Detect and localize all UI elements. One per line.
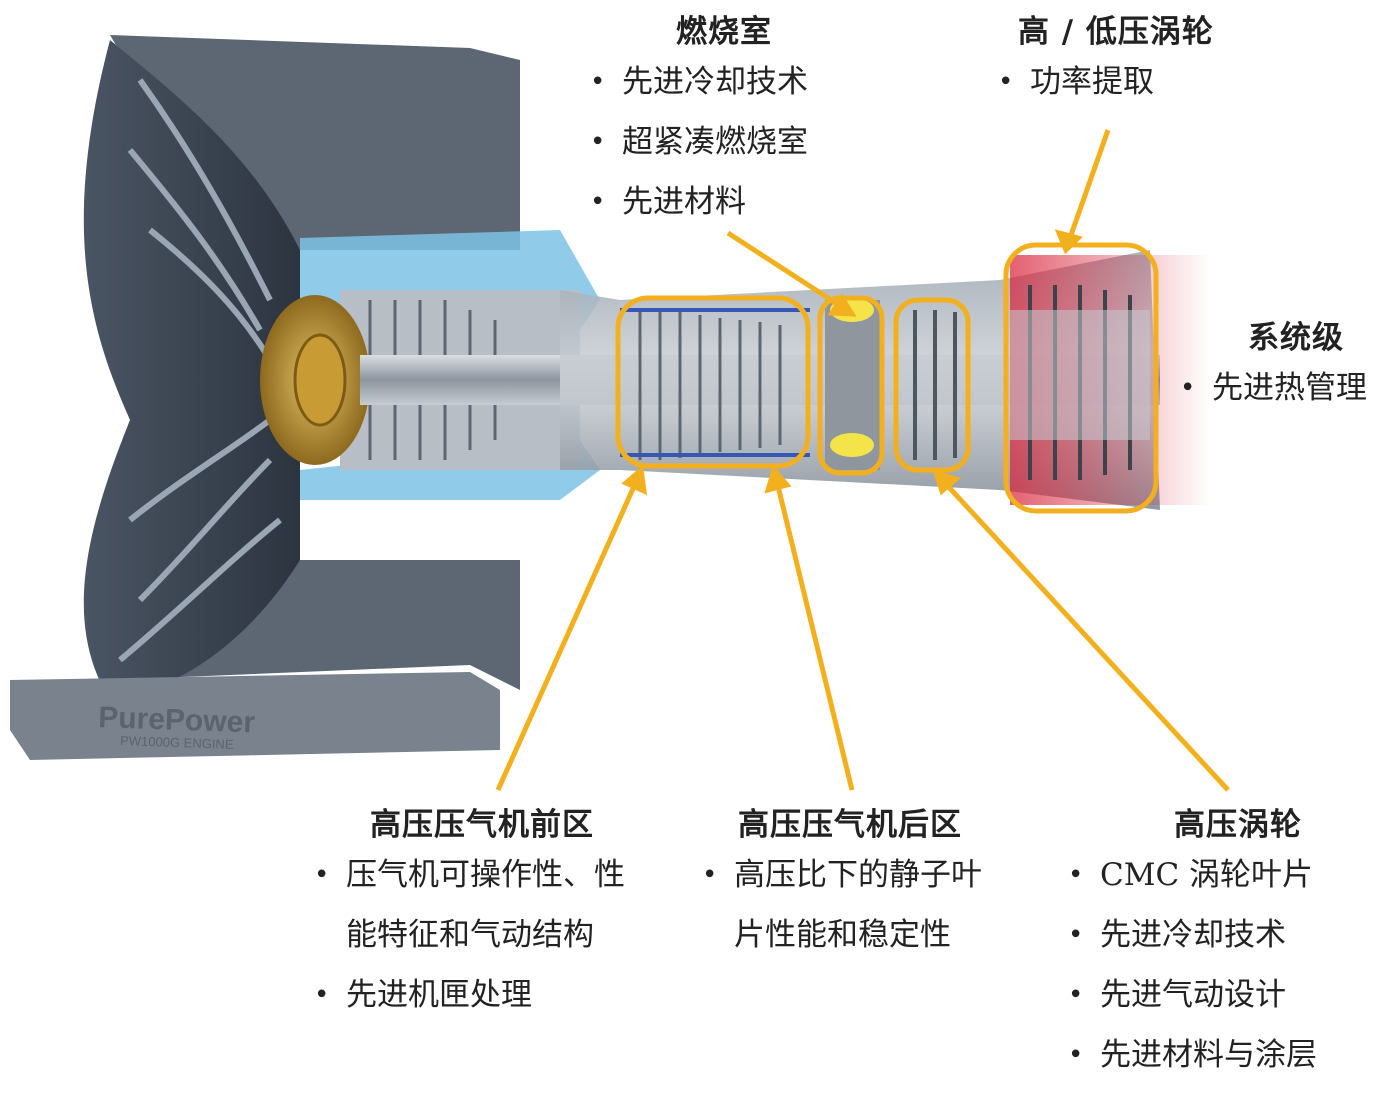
bullet-item: 高压比下的静子叶 片性能和稳定性: [700, 845, 982, 965]
label-hp-lp-turbine: 高 / 低压涡轮 功率提取: [996, 12, 1214, 112]
nacelle-top: [110, 35, 520, 250]
engine-logo-model: PW1000G ENGINE: [120, 733, 234, 752]
nacelle-lip: [10, 672, 500, 760]
frame-hp-turbine: [893, 297, 971, 473]
label-hpc-front-bullets: 压气机可操作性、性 能特征和气动结构 先进机匣处理: [312, 845, 625, 1025]
core-engine: [260, 230, 1210, 510]
fan-blades: [83, 40, 300, 700]
arrow-hp-lp-turbine: [1067, 129, 1111, 239]
label-system-level: 系统级 先进热管理: [1178, 318, 1367, 418]
callout-arrows: [495, 129, 1230, 792]
engine-logo-brand: PurePower: [98, 701, 256, 739]
label-combustor: 燃烧室 先进冷却技术 超紧凑燃烧室 先进材料: [588, 12, 808, 232]
label-hpc-rear-title: 高压压气机后区: [738, 807, 962, 843]
label-hpc-rear: 高压压气机后区 高压比下的静子叶 片性能和稳定性: [700, 805, 982, 965]
bullet-item: 功率提取: [996, 52, 1214, 112]
bullet-line: 压气机可操作性、性: [346, 857, 625, 893]
label-combustor-title: 燃烧室: [676, 14, 772, 50]
nacelle-bottom: [110, 560, 520, 690]
arrow-hpc-rear: [774, 481, 855, 791]
arrow-hp-turbine: [943, 481, 1230, 792]
hp-compressor-blades: [638, 310, 782, 460]
hp-turbine-blades: [913, 310, 957, 460]
label-hp-turbine-title: 高压涡轮: [1174, 807, 1302, 843]
bullet-item: 先进材料: [588, 172, 808, 232]
label-hp-lp-turbine-bullets: 功率提取: [996, 52, 1214, 112]
label-hpc-front-title: 高压压气机前区: [370, 807, 594, 843]
label-hp-lp-turbine-title: 高 / 低压涡轮: [1018, 14, 1214, 50]
bullet-item: 先进冷却技术: [1066, 905, 1317, 965]
bullet-item: CMC 涡轮叶片: [1066, 845, 1317, 905]
label-hp-turbine: 高压涡轮 CMC 涡轮叶片 先进冷却技术 先进气动设计 先进材料与涂层: [1066, 805, 1317, 1085]
bullet-line: 片性能和稳定性: [734, 917, 951, 953]
label-combustor-bullets: 先进冷却技术 超紧凑燃烧室 先进材料: [588, 52, 808, 232]
frame-combustor: [817, 295, 885, 476]
bullet-item: 压气机可操作性、性 能特征和气动结构: [312, 845, 625, 965]
label-hp-turbine-bullets: CMC 涡轮叶片 先进冷却技术 先进气动设计 先进材料与涂层: [1066, 845, 1317, 1085]
frame-hp-compressor: [615, 295, 811, 469]
frame-lp-turbine: [1003, 242, 1159, 514]
label-system-level-title: 系统级: [1248, 320, 1344, 356]
bullet-item: 先进冷却技术: [588, 52, 808, 112]
bullet-item: 超紧凑燃烧室: [588, 112, 808, 172]
arrow-hpc-front: [495, 480, 639, 792]
bullet-line: 高压比下的静子叶: [734, 857, 982, 893]
bullet-item: 先进热管理: [1178, 358, 1367, 418]
bullet-line: 能特征和气动结构: [346, 917, 594, 953]
label-system-level-bullets: 先进热管理: [1178, 358, 1367, 418]
bullet-item: 先进机匣处理: [312, 965, 625, 1025]
callout-frames: [615, 242, 1159, 514]
label-hpc-front: 高压压气机前区 压气机可操作性、性 能特征和气动结构 先进机匣处理: [312, 805, 625, 1025]
arrow-combustor: [726, 230, 844, 310]
bullet-item: 先进气动设计: [1066, 965, 1317, 1025]
label-hpc-rear-bullets: 高压比下的静子叶 片性能和稳定性: [700, 845, 982, 965]
bullet-item: 先进材料与涂层: [1066, 1025, 1317, 1085]
fan-section: PurePower PW1000G ENGINE: [10, 35, 520, 760]
